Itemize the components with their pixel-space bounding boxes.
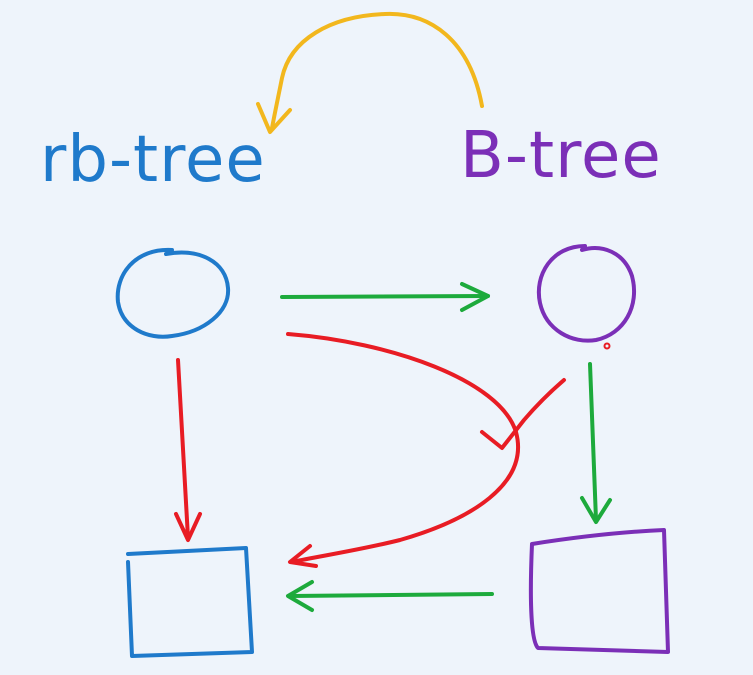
red-check-mark bbox=[480, 378, 566, 450]
red-arrow-line-down bbox=[176, 358, 190, 540]
rb-tree-square bbox=[126, 546, 254, 658]
green-arrow-circle-to-circle bbox=[280, 282, 490, 312]
green-arrow-head-top bbox=[460, 282, 490, 312]
b-tree-label: B-tree bbox=[460, 119, 662, 193]
green-arrow-circle-to-square bbox=[580, 362, 612, 524]
yellow-arrow-curve bbox=[270, 11, 484, 130]
red-dot bbox=[603, 342, 611, 350]
yellow-arrow-head bbox=[256, 102, 292, 134]
red-arrow-head-down bbox=[174, 512, 202, 542]
b-tree-square bbox=[528, 528, 670, 654]
green-arrow-line-right bbox=[588, 362, 598, 522]
green-arrow-head-right bbox=[580, 496, 612, 524]
rb-tree-circle bbox=[115, 247, 231, 339]
red-arrow-head-curve bbox=[288, 544, 318, 568]
yellow-arrow-b-to-rb bbox=[256, 11, 484, 134]
green-arrow-square-to-square bbox=[286, 580, 494, 612]
b-tree-circle bbox=[536, 244, 637, 343]
red-arrow-curve bbox=[286, 332, 520, 564]
rb-tree-label: rb-tree bbox=[40, 123, 266, 197]
green-arrow-line-bottom bbox=[288, 592, 494, 598]
green-arrow-head-bottom bbox=[286, 580, 314, 612]
green-arrow-line-top bbox=[280, 294, 490, 299]
red-arrow-composite bbox=[286, 332, 566, 568]
red-arrow-down bbox=[174, 358, 202, 542]
